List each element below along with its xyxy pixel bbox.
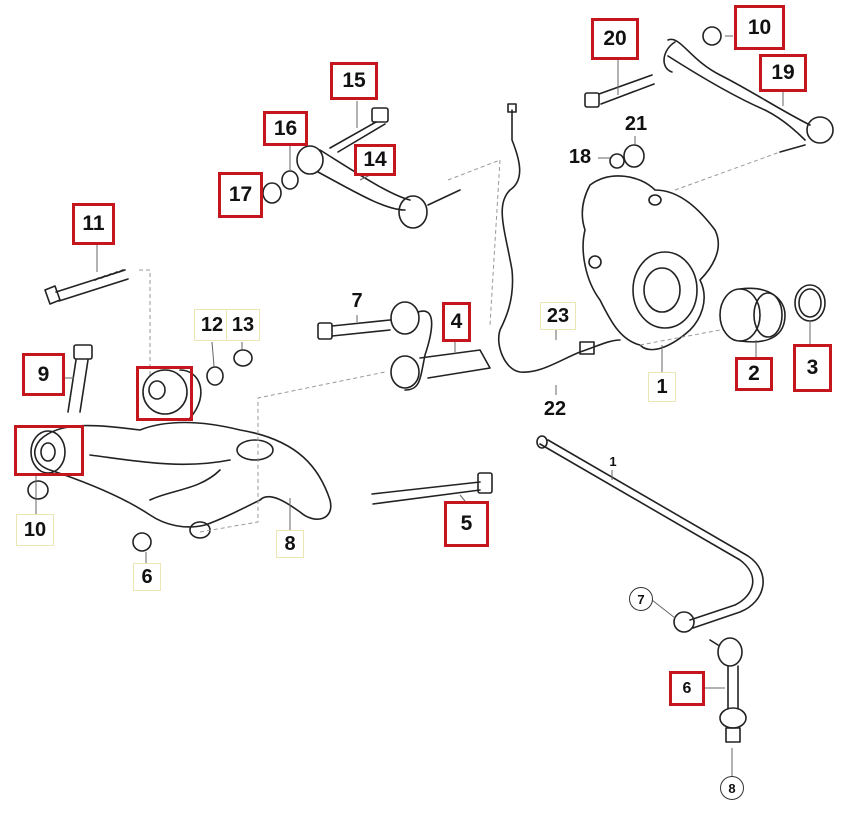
callout-2: 2 — [735, 357, 773, 391]
callout-10-top: 10 — [734, 5, 785, 50]
callout-10-left: 10 — [14, 425, 84, 476]
callout-11: 11 — [72, 203, 115, 245]
callout-6-left: 6 — [133, 563, 161, 591]
callout-20: 20 — [591, 18, 639, 60]
bolt-9 — [67, 344, 93, 413]
callout-1-bar: 1 — [604, 452, 622, 470]
bolt-7 — [317, 319, 391, 340]
callout-8-circled: 8 — [720, 776, 744, 800]
callout-3: 3 — [793, 344, 832, 392]
callout-10-bottom: 10 — [16, 514, 54, 546]
bolt-11 — [44, 269, 129, 305]
callout-14: 14 — [354, 144, 396, 176]
callout-17: 17 — [218, 172, 263, 218]
wishbone-19 — [663, 38, 834, 153]
wheel-bearing-2 — [719, 287, 786, 343]
callout-22: 22 — [537, 396, 573, 422]
bolt-15 — [329, 107, 389, 153]
callout-18: 18 — [564, 145, 596, 169]
wishbone-14 — [296, 145, 461, 229]
callout-7: 7 — [346, 288, 368, 314]
callout-4: 4 — [442, 302, 471, 342]
callout-16: 16 — [263, 111, 308, 146]
callout-box-bushing — [136, 366, 193, 421]
callout-23: 23 — [540, 302, 576, 330]
callout-9: 9 — [22, 353, 65, 396]
callout-13: 13 — [226, 309, 260, 341]
bolt-5 — [371, 472, 493, 505]
stabilizer-bar — [536, 435, 764, 633]
callout-21: 21 — [621, 112, 651, 136]
stabilizer-link — [709, 637, 747, 743]
subframe-part — [34, 421, 332, 528]
bolt-20 — [584, 74, 655, 108]
callout-12: 12 — [194, 309, 230, 341]
callout-6-link: 6 — [669, 671, 705, 706]
callout-15: 15 — [330, 62, 378, 100]
callout-8: 8 — [276, 530, 304, 558]
callout-7-circled: 7 — [629, 587, 653, 611]
callout-5: 5 — [444, 501, 489, 547]
tension-strut-4 — [390, 301, 491, 391]
callout-19: 19 — [759, 54, 807, 92]
callout-1: 1 — [648, 372, 676, 402]
wheel-carrier-1 — [581, 144, 720, 351]
abs-sensor-wire — [498, 109, 621, 373]
